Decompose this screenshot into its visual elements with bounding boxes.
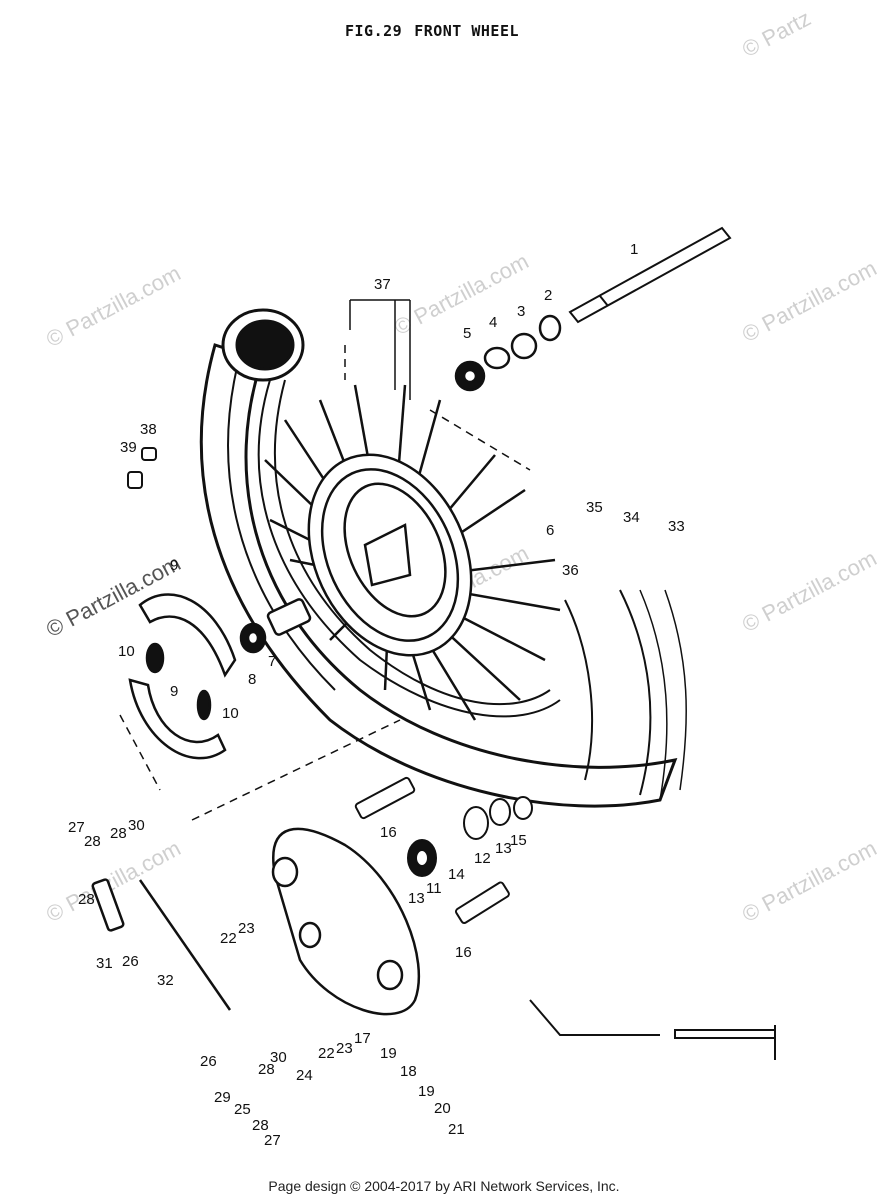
callout-30: 30 <box>128 817 145 834</box>
callout-21: 21 <box>448 1121 465 1138</box>
callout-29: 29 <box>214 1089 231 1106</box>
page-footer: Page design © 2004-2017 by ARI Network S… <box>268 1178 620 1194</box>
callout-30b: 30 <box>270 1049 287 1066</box>
callout-16b: 16 <box>455 944 472 961</box>
callouts: 1 2 3 4 5 6 7 8 9 9 10 10 11 12 13 13 14… <box>68 241 685 1149</box>
callout-9: 9 <box>170 557 178 574</box>
callout-22: 22 <box>220 930 237 947</box>
callout-27b: 27 <box>264 1132 281 1149</box>
callout-35: 35 <box>586 499 603 516</box>
callout-15: 15 <box>510 832 527 849</box>
figure-number: FIG.29 <box>345 22 403 40</box>
callout-26b: 26 <box>200 1053 217 1070</box>
callout-28e: 28 <box>252 1117 269 1134</box>
callout-2: 2 <box>544 287 552 304</box>
callout-10b: 10 <box>222 705 239 722</box>
callout-9b: 9 <box>170 683 178 700</box>
axle <box>568 226 732 324</box>
callout-23: 23 <box>238 920 255 937</box>
speedo-cable <box>529 999 776 1060</box>
callout-36: 36 <box>562 562 579 579</box>
callout-37: 37 <box>374 276 391 293</box>
callout-11: 11 <box>426 880 442 897</box>
callout-28c: 28 <box>78 891 95 908</box>
callout-28: 28 <box>84 833 101 850</box>
callout-24: 24 <box>296 1067 313 1084</box>
callout-6: 6 <box>546 522 554 539</box>
brake-shoes <box>128 593 237 760</box>
callout-28d: 28 <box>258 1061 275 1078</box>
callout-28b: 28 <box>110 825 127 842</box>
callout-39: 39 <box>120 439 137 456</box>
callout-19b: 19 <box>418 1083 435 1100</box>
tire-cross-section <box>221 308 305 382</box>
callout-20: 20 <box>434 1100 451 1117</box>
callout-3: 3 <box>517 303 525 320</box>
callout-23b: 23 <box>336 1040 353 1057</box>
callout-10: 10 <box>118 643 135 660</box>
speedo-drive <box>354 776 533 924</box>
callout-38: 38 <box>140 421 157 438</box>
callout-13: 13 <box>495 840 512 857</box>
axle-parts <box>454 314 562 392</box>
callout-26: 26 <box>122 953 139 970</box>
callout-33: 33 <box>668 518 685 535</box>
rim <box>257 379 561 718</box>
callout-14: 14 <box>448 866 465 883</box>
callout-8: 8 <box>248 671 256 688</box>
callout-25: 25 <box>234 1101 251 1118</box>
callout-32: 32 <box>157 972 174 989</box>
leader-lines <box>119 345 531 821</box>
callout-7: 7 <box>268 653 276 670</box>
callout-19: 19 <box>380 1045 397 1062</box>
callout-4: 4 <box>489 314 497 331</box>
callout-17: 17 <box>354 1030 371 1047</box>
figure-title: FIG.29 FRONT WHEEL <box>345 22 531 40</box>
spacer-and-seal <box>239 598 312 654</box>
callout-1: 1 <box>630 241 638 258</box>
brake-panel <box>271 827 420 1016</box>
callout-16: 16 <box>380 824 397 841</box>
callout-12: 12 <box>474 850 491 867</box>
tire <box>199 343 687 808</box>
callout-13b: 13 <box>408 890 425 907</box>
callout-34: 34 <box>623 509 640 526</box>
figure-name: FRONT WHEEL <box>414 22 520 40</box>
callout-5: 5 <box>463 325 471 342</box>
callout-18: 18 <box>400 1063 417 1080</box>
callout-31: 31 <box>96 955 113 972</box>
nipple-parts <box>127 447 157 489</box>
callout-27: 27 <box>68 819 85 836</box>
brake-cam-shaft <box>91 878 232 1011</box>
callout-37-bracket <box>349 299 411 400</box>
callout-22b: 22 <box>318 1045 335 1062</box>
hub <box>307 453 473 657</box>
